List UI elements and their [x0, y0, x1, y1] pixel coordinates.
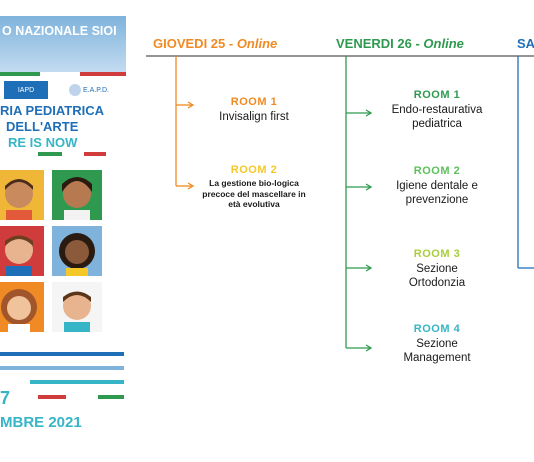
poster-headline-2: DELL'ARTE	[6, 119, 79, 134]
poster-date-dash-red	[38, 395, 66, 399]
friday-room-2-title: Igiene dentale e prevenzione	[396, 180, 478, 206]
day-header-thursday: GIOVEDI 25 - Online	[153, 36, 277, 51]
poster-line-3	[30, 380, 124, 384]
poster-date-month: MBRE 2021	[0, 414, 82, 431]
child-photo-3	[0, 226, 44, 276]
child-photo-1	[0, 170, 44, 220]
day-name: VENERDI 26 -	[336, 36, 424, 51]
event-poster: O NAZIONALE SIOI IAPD E.A.P.D. RIA PEDIA…	[0, 0, 126, 462]
online-label: Online	[423, 36, 464, 51]
saturday-connector	[517, 56, 534, 269]
friday-room-1-label: ROOM 1	[413, 89, 461, 101]
friday-room-4-title: Sezione Management	[403, 338, 471, 364]
eapd-logo-text: E.A.P.D.	[83, 86, 109, 94]
child-photo-4	[52, 226, 102, 276]
friday-room-3-title: Sezione Ortodonzia	[408, 263, 466, 289]
friday-connector	[345, 56, 373, 352]
poster-line-2	[0, 366, 124, 370]
friday-room-2-label: ROOM 2	[413, 165, 461, 177]
thursday-connector	[175, 56, 195, 190]
day-header-friday: VENERDI 26 - Online	[336, 36, 464, 51]
poster-date-dash-green	[98, 395, 124, 399]
online-label: Online	[236, 36, 278, 51]
poster-banner-title: O NAZIONALE SIOI	[2, 24, 117, 38]
poster-headline-3: RE IS NOW	[8, 135, 78, 150]
poster-stripe-green	[0, 72, 40, 76]
friday-room-1-title: Endo-restaurativa pediatrica	[391, 104, 483, 130]
day-header-saturday: SA	[517, 36, 534, 51]
day-name: GIOVEDI 25 -	[153, 36, 237, 51]
poster-line-1	[0, 352, 124, 356]
poster-stripe-red	[80, 72, 126, 76]
poster-stripe-white	[40, 72, 80, 76]
poster-date-number: 7	[0, 388, 11, 408]
thursday-room-1-title: Invisalign first	[219, 111, 289, 123]
poster-dash-red	[84, 152, 106, 156]
iapd-logo: IAPD	[4, 81, 48, 99]
poster-dash-green	[38, 152, 62, 156]
eapd-logo: E.A.P.D.	[58, 81, 120, 99]
friday-room-3-label: ROOM 3	[413, 248, 461, 260]
thursday-room-1-label: ROOM 1	[230, 96, 278, 108]
poster-headline-1: RIA PEDIATRICA	[0, 103, 104, 118]
friday-room-4-label: ROOM 4	[413, 323, 461, 335]
poster-banner	[0, 16, 126, 76]
globe-icon	[69, 84, 82, 96]
child-photo-6	[52, 282, 102, 332]
day-name: SA	[517, 36, 534, 51]
child-photo-5	[0, 282, 44, 332]
thursday-room-2-label: ROOM 2	[230, 164, 278, 176]
iapd-logo-text: IAPD	[17, 86, 35, 94]
thursday-room-2-title: La gestione bio-logica precoce del masce…	[202, 178, 306, 209]
child-photo-2	[52, 170, 102, 220]
